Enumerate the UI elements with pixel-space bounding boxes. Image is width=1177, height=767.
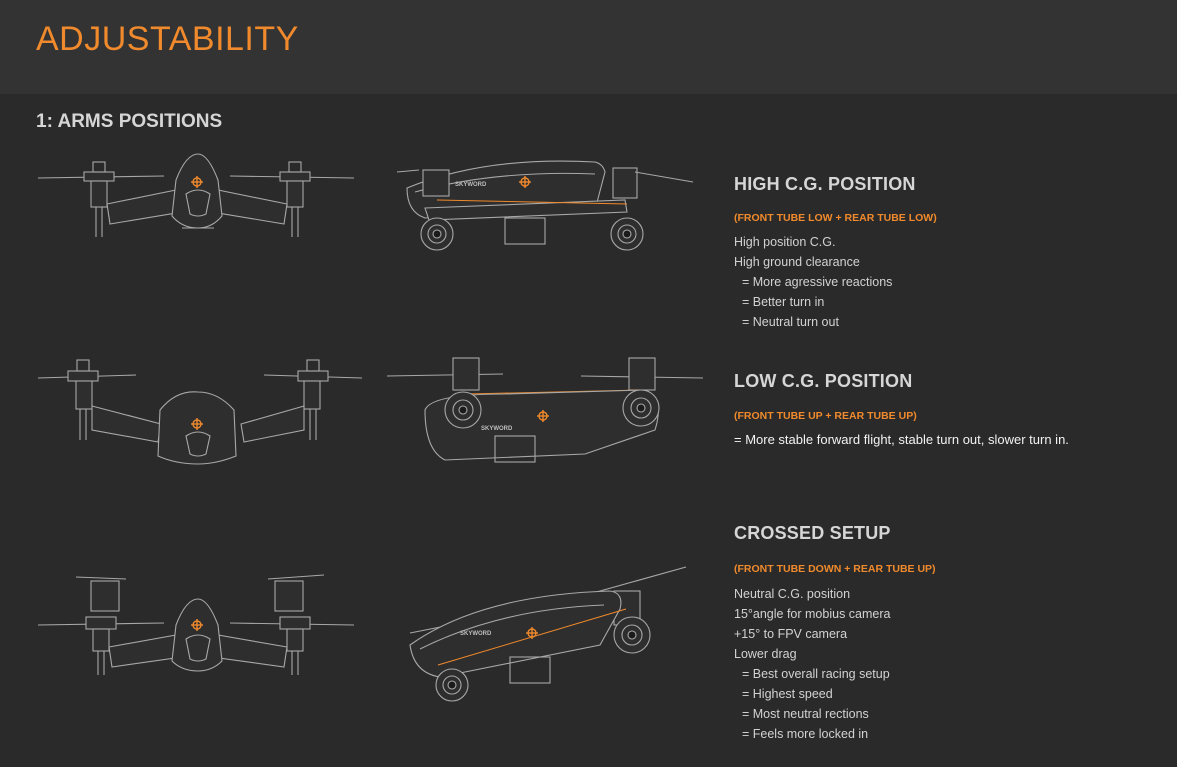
header-bar: ADJUSTABILITY xyxy=(0,0,1177,94)
position-block-high-cg: HIGH C.G. POSITION (FRONT TUBE LOW + REA… xyxy=(734,174,1154,332)
note-line: = Neutral turn out xyxy=(742,315,839,329)
note-line: 15°angle for mobius camera xyxy=(734,607,891,621)
position-title: HIGH C.G. POSITION xyxy=(734,174,916,194)
position-block-crossed: CROSSED SETUP (FRONT TUBE DOWN + REAR TU… xyxy=(734,523,1154,744)
drone-side-view-high-cg: SKYWORD xyxy=(396,160,694,251)
note-line: = Feels more locked in xyxy=(742,727,869,741)
page-title: ADJUSTABILITY xyxy=(36,20,299,58)
drone-brand-text: SKYWORD xyxy=(460,631,492,637)
note-line: Neutral C.G. position xyxy=(734,587,851,601)
drone-side-view-crossed: SKYWORD xyxy=(409,566,687,702)
drone-brand-text: SKYWORD xyxy=(481,426,513,432)
note-line: = More stable forward flight, stable tur… xyxy=(734,432,1069,447)
drone-front-view-crossed xyxy=(37,574,355,675)
note-line: High ground clearance xyxy=(734,255,860,269)
note-line: = More agressive reactions xyxy=(742,275,893,289)
note-line: +15° to FPV camera xyxy=(734,627,848,641)
section-title: 1: ARMS POSITIONS xyxy=(36,111,223,132)
position-block-low-cg: LOW C.G. POSITION (FRONT TUBE UP + REAR … xyxy=(734,371,1154,450)
drone-front-view-low-cg xyxy=(37,359,363,465)
position-title: LOW C.G. POSITION xyxy=(734,371,913,391)
position-title: CROSSED SETUP xyxy=(734,523,891,543)
note-line: Lower drag xyxy=(734,647,797,661)
note-line: = Most neutral rections xyxy=(742,707,869,721)
position-notes: High position C.G. High ground clearance… xyxy=(734,232,1154,332)
position-notes: Neutral C.G. position 15°angle for mobiu… xyxy=(734,584,1154,744)
drone-brand-text: SKYWORD xyxy=(455,182,487,188)
position-subtitle: (FRONT TUBE UP + REAR TUBE UP) xyxy=(734,410,917,422)
position-subtitle: (FRONT TUBE LOW + REAR TUBE LOW) xyxy=(734,212,937,224)
note-line: = Best overall racing setup xyxy=(742,667,890,681)
note-line: High position C.G. xyxy=(734,235,836,249)
position-notes: = More stable forward flight, stable tur… xyxy=(734,430,1154,450)
drone-front-view-high-cg xyxy=(37,153,355,237)
note-line: = Better turn in xyxy=(742,295,825,309)
position-subtitle: (FRONT TUBE DOWN + REAR TUBE UP) xyxy=(734,563,936,575)
note-line: = Highest speed xyxy=(742,687,833,701)
drone-side-view-low-cg: SKYWORD xyxy=(386,357,704,463)
